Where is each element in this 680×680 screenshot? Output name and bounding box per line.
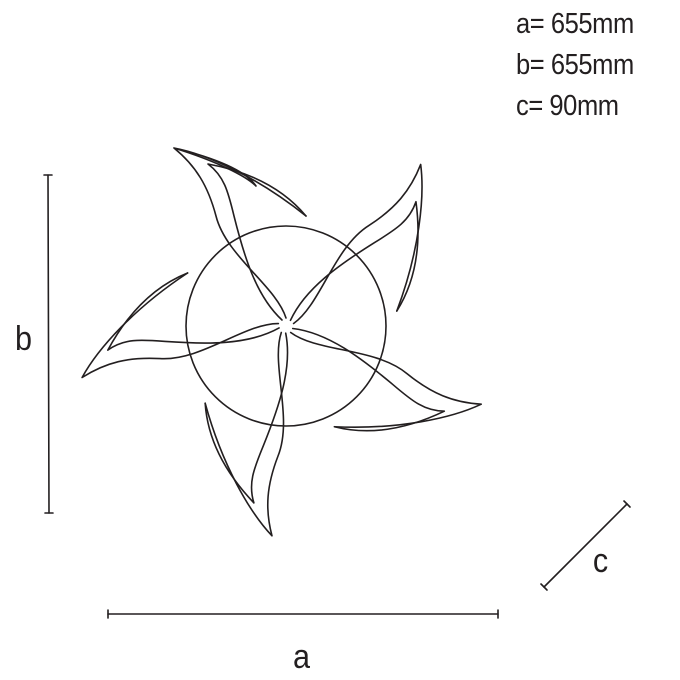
petal <box>173 147 307 321</box>
spec-c: c= 90mm <box>516 90 619 122</box>
dimension-line-c <box>540 500 631 591</box>
dimension-label-a: a <box>292 638 310 676</box>
petal <box>204 331 289 537</box>
spec-b: b= 655mm <box>516 49 634 81</box>
petal-group <box>81 147 483 537</box>
petal <box>289 327 483 432</box>
dimension-label-b: b <box>14 320 32 358</box>
spec-a: a= 655mm <box>516 8 634 40</box>
spec-list: a= 655mm b= 655mm c= 90mm <box>516 4 634 127</box>
petal <box>81 272 280 379</box>
dimension-label-c: c <box>592 542 609 580</box>
dimension-line-b <box>43 174 54 514</box>
dimension-line-a <box>107 609 499 619</box>
center-disc <box>185 225 387 427</box>
petal <box>289 163 423 325</box>
